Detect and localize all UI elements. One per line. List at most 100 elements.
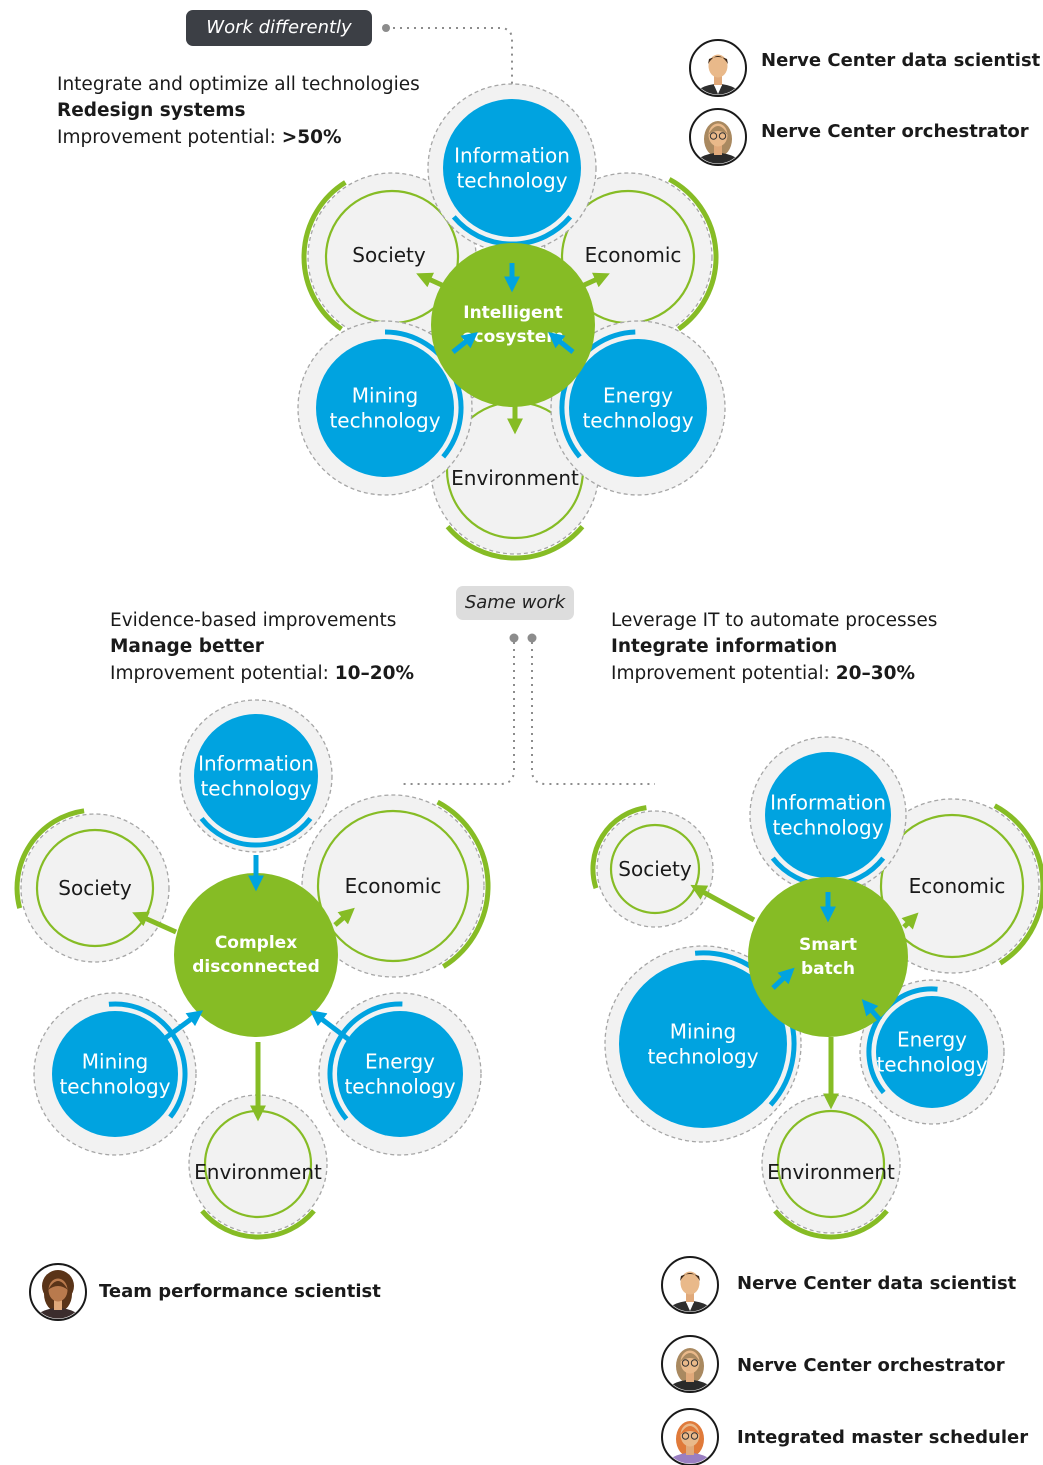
left-energy-node-disc [337,1011,463,1137]
right-mining-node-label-line: Mining [670,1020,736,1044]
left-mining-node-disc [52,1011,178,1137]
person-female-curly-hair-icon [29,1263,87,1321]
top-arrow [451,332,478,354]
top-center-node: Intelligent ecosystem [431,243,595,407]
right-center-label-line: Smart [799,935,857,955]
left-center-label-line: Complex [215,933,297,953]
left-potential-value: 10–20% [334,663,415,684]
left-arrow [132,911,178,935]
left-environment-node-label: Environment [194,1160,322,1184]
role-right-3: Integrated master scheduler [737,1427,1029,1448]
left-it-node-disc [194,714,318,838]
person-female-red-hair-icon [661,1408,719,1465]
right-arrow [690,884,756,923]
right-energy-node-progress-arc [866,986,938,1095]
left-arrow [309,1010,354,1044]
left-it-node-label-line: technology [200,777,311,801]
person-male-dark-hair-icon [689,39,747,97]
left-economic-node-label: Economic [345,874,442,898]
top-energy-node-label-line: Energy [603,384,673,408]
left-it-node-progress-arc [199,816,313,848]
top-arrow [569,272,610,294]
top-center-label-line: ecosystem [462,327,564,347]
top-mining-node-label-line: Mining [352,384,418,408]
person-female-glasses-icon [689,108,747,166]
right-description: Leverage IT to automate processes [611,610,938,631]
top-center-label-line: Intelligent [463,303,563,323]
right-heading: Integrate information [611,636,838,657]
person-female-glasses-icon [661,1335,719,1393]
left-description: Evidence-based improvements [110,610,397,631]
top-potential: Improvement potential: >50% [57,127,342,148]
top-society-node: Society [301,172,477,342]
top-energy-node-label-line: technology [582,409,693,433]
right-ecosystem: SocietyEconomicEnvironmentMiningtechnolo… [590,736,1043,1240]
role-left-1: Team performance scientist [99,1281,381,1302]
top-it-node-disc [443,99,581,237]
left-society-node-label: Society [58,876,132,900]
work-differently-pill: Work differently [186,10,372,46]
same-work-pill: Same work [456,586,574,620]
left-environment-node-progress-arc [200,1209,316,1240]
left-society-node: Society [14,808,170,963]
right-it-node-disc [765,752,891,878]
left-environment-node: Environment [188,1094,328,1240]
right-it-node-label-line: Information [770,791,886,815]
right-center-disc [748,877,908,1037]
top-potential-value: >50% [281,127,342,148]
left-center-label-line: disconnected [192,957,320,977]
right-energy-node-label-line: Energy [897,1028,967,1052]
top-economic-node-label: Economic [585,243,682,267]
right-energy-node-disc [876,996,988,1108]
left-center-node: Complex disconnected [174,873,338,1037]
top-mining-node-label-line: technology [329,409,440,433]
right-energy-node-label-line: technology [876,1053,987,1077]
top-heading: Redesign systems [57,100,246,121]
top-it-node-label-line: technology [456,169,567,193]
top-environment-node-progress-arc [445,524,585,561]
left-mining-node-progress-arc [108,1001,188,1119]
right-mining-node-disc [619,960,787,1128]
role-top-1: Nerve Center data scientist [761,50,1041,71]
left-economic-node-progress-arc [436,799,491,969]
left-energy-node-progress-arc [327,1001,403,1121]
left-society-node-progress-arc [14,808,85,909]
left-energy-node-label-line: technology [344,1075,455,1099]
left-mining-node-label-line: technology [59,1075,170,1099]
top-environment-node-label: Environment [451,466,579,490]
left-mining-node-label-line: Mining [82,1050,148,1074]
right-arrow [771,967,795,990]
left-heading: Manage better [110,636,264,657]
top-description: Integrate and optimize all technologies [57,74,420,95]
right-environment-node-inner-ring [776,1109,886,1219]
right-society-node-label: Society [618,857,692,881]
top-society-node-progress-arc [301,180,347,332]
dotted-connectors [382,24,655,785]
top-arrow [416,272,457,294]
right-society-node-inner-ring [609,823,701,915]
left-center-disc [174,873,338,1037]
left-it-node-label-line: Information [198,752,314,776]
left-society-node-inner-ring [35,828,155,948]
right-environment-node: Environment [761,1094,901,1240]
right-society-node: Society [590,805,714,928]
right-potential: Improvement potential: 20–30% [611,663,916,684]
top-center-disc [431,243,595,407]
role-right-1: Nerve Center data scientist [737,1273,1017,1294]
right-arrow [861,999,882,1022]
right-potential-value: 20–30% [835,663,916,684]
top-it-node-label-line: Information [454,144,570,168]
right-center-node: Smart batch [748,877,908,1037]
right-center-label-line: batch [801,959,855,979]
